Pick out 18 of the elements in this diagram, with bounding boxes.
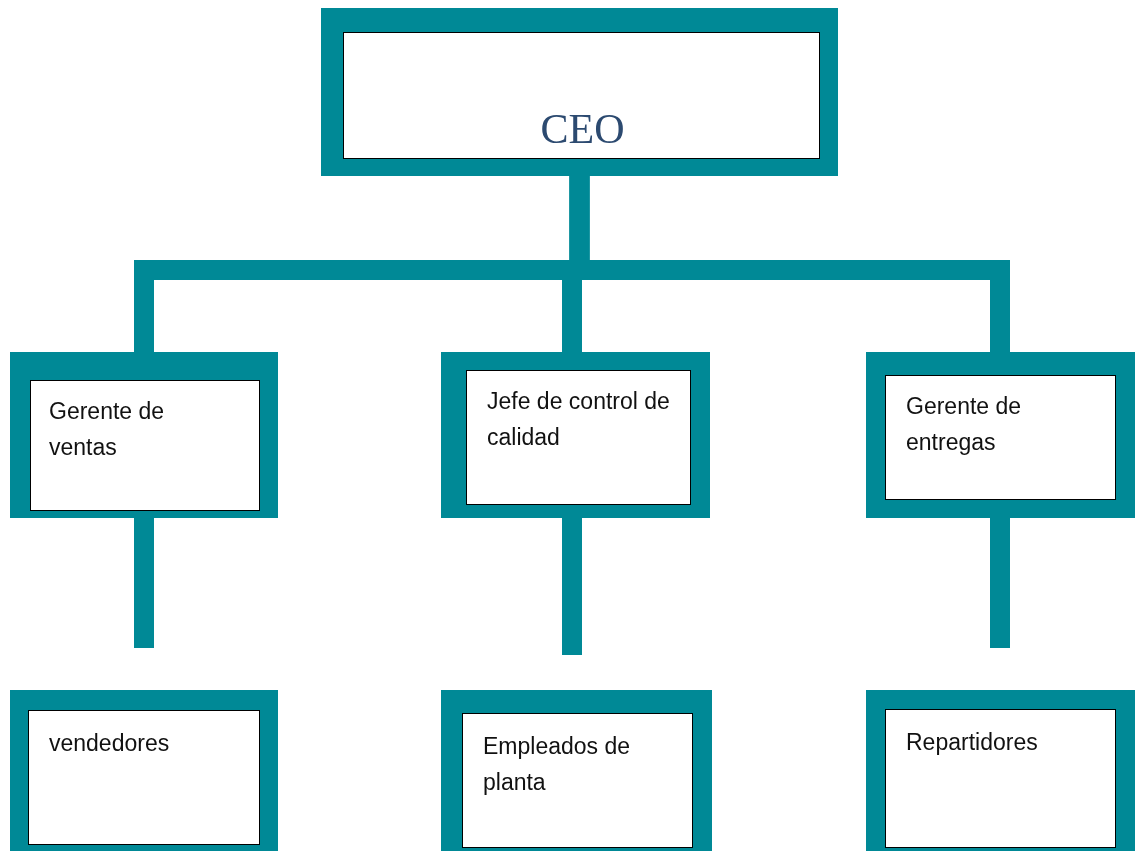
title-label: CEO (539, 105, 626, 153)
connector-line (990, 518, 1010, 648)
org-box (866, 690, 1135, 851)
role-label: Gerente de entregas (906, 392, 1023, 457)
org-box (10, 352, 278, 518)
org-box (441, 690, 712, 851)
role-label: Gerente de ventas (49, 397, 166, 462)
org-box (441, 352, 710, 518)
role-label: Repartidores (906, 728, 1039, 757)
connector-line (134, 518, 154, 648)
org-box (321, 8, 838, 176)
role-label: Jefe de control de calidad (487, 387, 671, 452)
org-box (866, 352, 1135, 518)
role-label: vendedores (49, 729, 171, 758)
role-label: Empleados de planta (483, 732, 632, 797)
connector-line (569, 176, 1010, 352)
org-box (10, 690, 278, 851)
connector-line (562, 518, 582, 655)
